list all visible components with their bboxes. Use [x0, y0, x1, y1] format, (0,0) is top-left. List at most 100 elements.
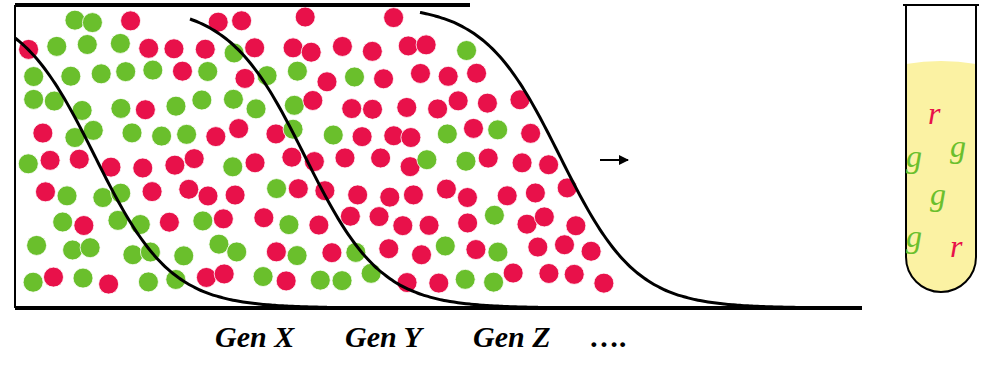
allele-letter: r [950, 230, 962, 262]
individual-dot [166, 96, 186, 116]
individual-dot [135, 100, 155, 120]
individual-dot [177, 124, 197, 144]
frame-top [15, 3, 470, 7]
individual-dot [209, 234, 229, 254]
individual-dot [348, 185, 368, 205]
individual-dot [24, 89, 44, 109]
individual-dot [196, 267, 216, 287]
individual-dot [429, 273, 449, 293]
individual-dot [223, 157, 243, 177]
individual-dot [369, 207, 389, 227]
individual-dot [227, 242, 247, 262]
individual-dot [557, 178, 577, 198]
individual-dot [165, 155, 185, 175]
individual-dot [122, 123, 142, 143]
individual-dot [143, 60, 163, 80]
tube-glass [906, 5, 976, 292]
individual-dot [123, 245, 143, 265]
individual-dot [164, 39, 184, 59]
individual-dot [198, 186, 218, 206]
individual-dot [18, 154, 38, 174]
individual-dot [322, 243, 342, 263]
individual-dot [554, 235, 574, 255]
wave-front-curve [190, 19, 538, 307]
individual-dot [463, 118, 483, 138]
individual-dot [436, 179, 456, 199]
individual-dot [179, 179, 199, 199]
individual-dot [287, 246, 307, 266]
individual-dot [138, 272, 158, 292]
individual-dot [564, 264, 584, 284]
individual-dot [195, 39, 215, 59]
individual-dot [253, 267, 273, 287]
individual-dot [159, 212, 179, 232]
individual-dot [246, 99, 266, 119]
individual-dot [184, 149, 204, 169]
generation-label: Gen Z [473, 322, 551, 352]
individual-dot [193, 211, 213, 231]
individual-dot [206, 127, 226, 147]
individual-dot [466, 240, 486, 260]
individual-dot [23, 272, 43, 292]
generation-label: Gen X [215, 322, 294, 352]
individual-dot [340, 206, 360, 226]
frame-bottom [15, 306, 862, 310]
individual-dot [47, 36, 67, 56]
wave-front-curve [15, 38, 327, 307]
individual-dot [303, 90, 323, 110]
individual-dot [332, 36, 352, 56]
frame-left [14, 5, 16, 308]
individual-dot [267, 179, 287, 199]
individual-dot [380, 187, 400, 207]
individual-dot [245, 38, 265, 58]
individual-dot [467, 63, 487, 83]
individual-dot [27, 235, 47, 255]
individual-dot [352, 127, 372, 147]
individual-dot [133, 158, 153, 178]
individual-dot [478, 148, 498, 168]
individual-dot [309, 215, 329, 235]
individual-dot [63, 240, 83, 260]
generation-label: …. [590, 322, 628, 352]
individual-dot [456, 151, 476, 171]
individual-dot [488, 242, 508, 262]
individual-dot [455, 269, 475, 289]
generation-label: Gen Y [345, 322, 422, 352]
individual-dot [91, 64, 111, 84]
individual-dot [198, 61, 218, 81]
individual-dot [332, 271, 352, 291]
individual-dot [457, 41, 477, 61]
individual-dot [419, 215, 439, 235]
individual-dot [80, 238, 100, 258]
individual-dot [77, 35, 97, 55]
individual-dot [417, 150, 437, 170]
individual-dot [528, 237, 548, 257]
individual-dot [534, 207, 554, 227]
individual-dot [93, 188, 113, 208]
individual-dot [33, 123, 53, 143]
individual-dot [301, 42, 321, 62]
individual-dot [232, 11, 252, 31]
test-tube: rggggr [898, 2, 984, 302]
individual-dot [503, 263, 523, 283]
individual-dot [437, 124, 457, 144]
individual-dot [361, 263, 381, 283]
individual-dot [121, 11, 141, 31]
individual-dot [214, 264, 234, 284]
individual-dot [323, 125, 343, 145]
individual-dot [110, 33, 130, 53]
individual-dot [139, 38, 159, 58]
individual-dot [73, 268, 93, 288]
individual-dot [393, 216, 413, 236]
individual-dot [24, 67, 44, 87]
allele-letter: g [906, 220, 922, 252]
individual-dot [416, 35, 436, 55]
individual-dot [174, 246, 194, 266]
individual-dot [335, 148, 355, 168]
individual-dot [142, 182, 162, 202]
tube-rim [903, 4, 979, 6]
individual-dot [279, 215, 299, 235]
individual-dot [284, 95, 304, 115]
